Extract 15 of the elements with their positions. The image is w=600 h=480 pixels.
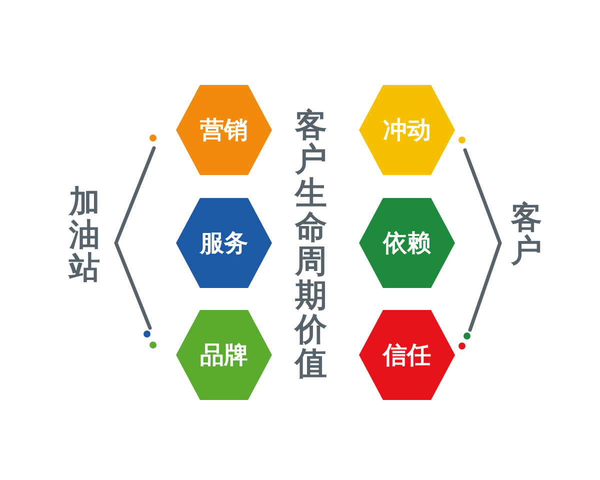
- tile-label: 服务: [200, 230, 248, 256]
- hexagon-tile: [176, 310, 272, 400]
- tile-label: 冲动: [383, 117, 431, 143]
- vertical-heading: 客户生命周期价值: [294, 108, 328, 380]
- hexagon-tile: [176, 198, 272, 288]
- hexagon-tile: [359, 310, 455, 400]
- tile-label: 营销: [200, 117, 248, 143]
- hexagon-tile: [359, 198, 455, 288]
- tile-label: 信任: [383, 342, 431, 368]
- tile-label: 依赖: [383, 230, 431, 256]
- vertical-heading: 加油站: [68, 186, 101, 285]
- tile-label: 品牌: [200, 342, 248, 368]
- hexagon-tile: [176, 85, 272, 175]
- vertical-heading: 客户: [510, 202, 543, 268]
- hexagon-tile: [359, 85, 455, 175]
